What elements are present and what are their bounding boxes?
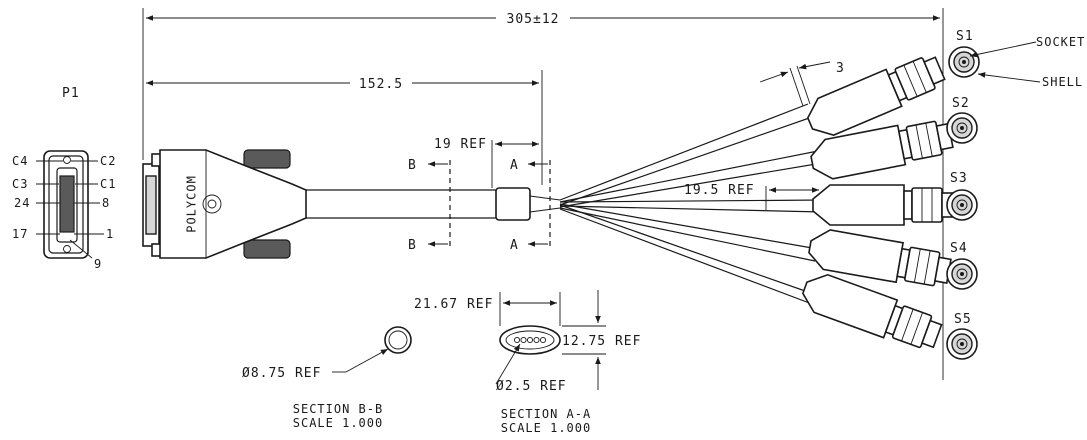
cable-trunk — [306, 187, 561, 221]
connector-label: P1 — [62, 86, 80, 101]
section-a-scale: SCALE 1.000 — [501, 421, 591, 435]
lead-spacing-label: 3 — [836, 61, 845, 76]
connector-body: POLYCOM — [142, 149, 307, 259]
half-length-label: 152.5 — [359, 77, 403, 92]
section-b-top-letter: B — [408, 158, 417, 173]
overall-length-dimension: 305±12 — [142, 8, 944, 380]
section-b-view — [332, 326, 412, 373]
section-b-diameter-label: Ø8.75 REF — [242, 366, 321, 381]
pin-label-24: 24 — [14, 196, 30, 210]
socket-label-s4: S4 — [950, 241, 968, 256]
section-a-width-label: 21.67 REF — [414, 297, 493, 312]
socket-label-s5: S5 — [954, 312, 972, 327]
connector-brand-text: POLYCOM — [185, 175, 199, 233]
pin-label-c1: C1 — [100, 177, 116, 191]
socket-end-view-s1 — [948, 46, 980, 78]
section-a-top-letter: A — [510, 158, 519, 173]
bnc-plug-5 — [801, 273, 943, 349]
section-b-marker: B B — [408, 158, 451, 253]
shell-callout-label: SHELL — [1042, 75, 1083, 89]
half-length-dimension: 152.5 — [146, 70, 543, 185]
ferrule-ref-label: 19 REF — [434, 137, 487, 152]
lead-spacing-dimension: 3 — [759, 61, 845, 107]
section-b-title: SECTION B-B — [293, 402, 383, 416]
overall-length-label: 305±12 — [507, 12, 560, 27]
pin-label-8: 8 — [102, 196, 110, 210]
pin-label-9: 9 — [94, 257, 102, 271]
socket-label-s3: S3 — [950, 171, 968, 186]
fan-out-leads — [559, 103, 824, 305]
section-a-hole-label: Ø2.5 REF — [496, 379, 567, 394]
section-a-title: SECTION A-A — [501, 407, 591, 421]
bnc-plug-1 — [806, 56, 946, 137]
pin-label-c3: C3 — [12, 177, 28, 191]
bnc-plug-2 — [810, 120, 954, 180]
section-a-bottom-letter: A — [510, 238, 519, 253]
socket-callout-label: SOCKET — [1036, 35, 1085, 49]
socket-label-s2: S2 — [952, 96, 970, 111]
socket-end-view-s4 — [946, 258, 978, 290]
section-a-view — [495, 290, 606, 390]
socket-end-view-s2 — [946, 112, 978, 144]
bnc-plug-3 — [812, 184, 955, 226]
pin-label-1: 1 — [106, 227, 114, 241]
section-b-bottom-letter: B — [408, 238, 417, 253]
lead-ref-label: 19.5 REF — [684, 183, 755, 198]
lead-ref-dimension: 19.5 REF — [684, 183, 819, 210]
connector-face-view — [36, 150, 104, 259]
socket-end-view-s3 — [946, 189, 978, 221]
ferrule-dimension: 19 REF — [434, 137, 539, 188]
socket-callouts — [969, 41, 1041, 83]
pin-label-c2: C2 — [100, 154, 116, 168]
section-b-scale: SCALE 1.000 — [293, 416, 383, 430]
socket-label-s1: S1 — [956, 29, 974, 44]
pin-label-c4: C4 — [12, 154, 28, 168]
section-a-marker: A A — [510, 158, 551, 253]
socket-end-view-s5 — [946, 328, 978, 360]
pin-label-17: 17 — [12, 227, 28, 241]
section-a-height-label: 12.75 REF — [562, 334, 641, 349]
